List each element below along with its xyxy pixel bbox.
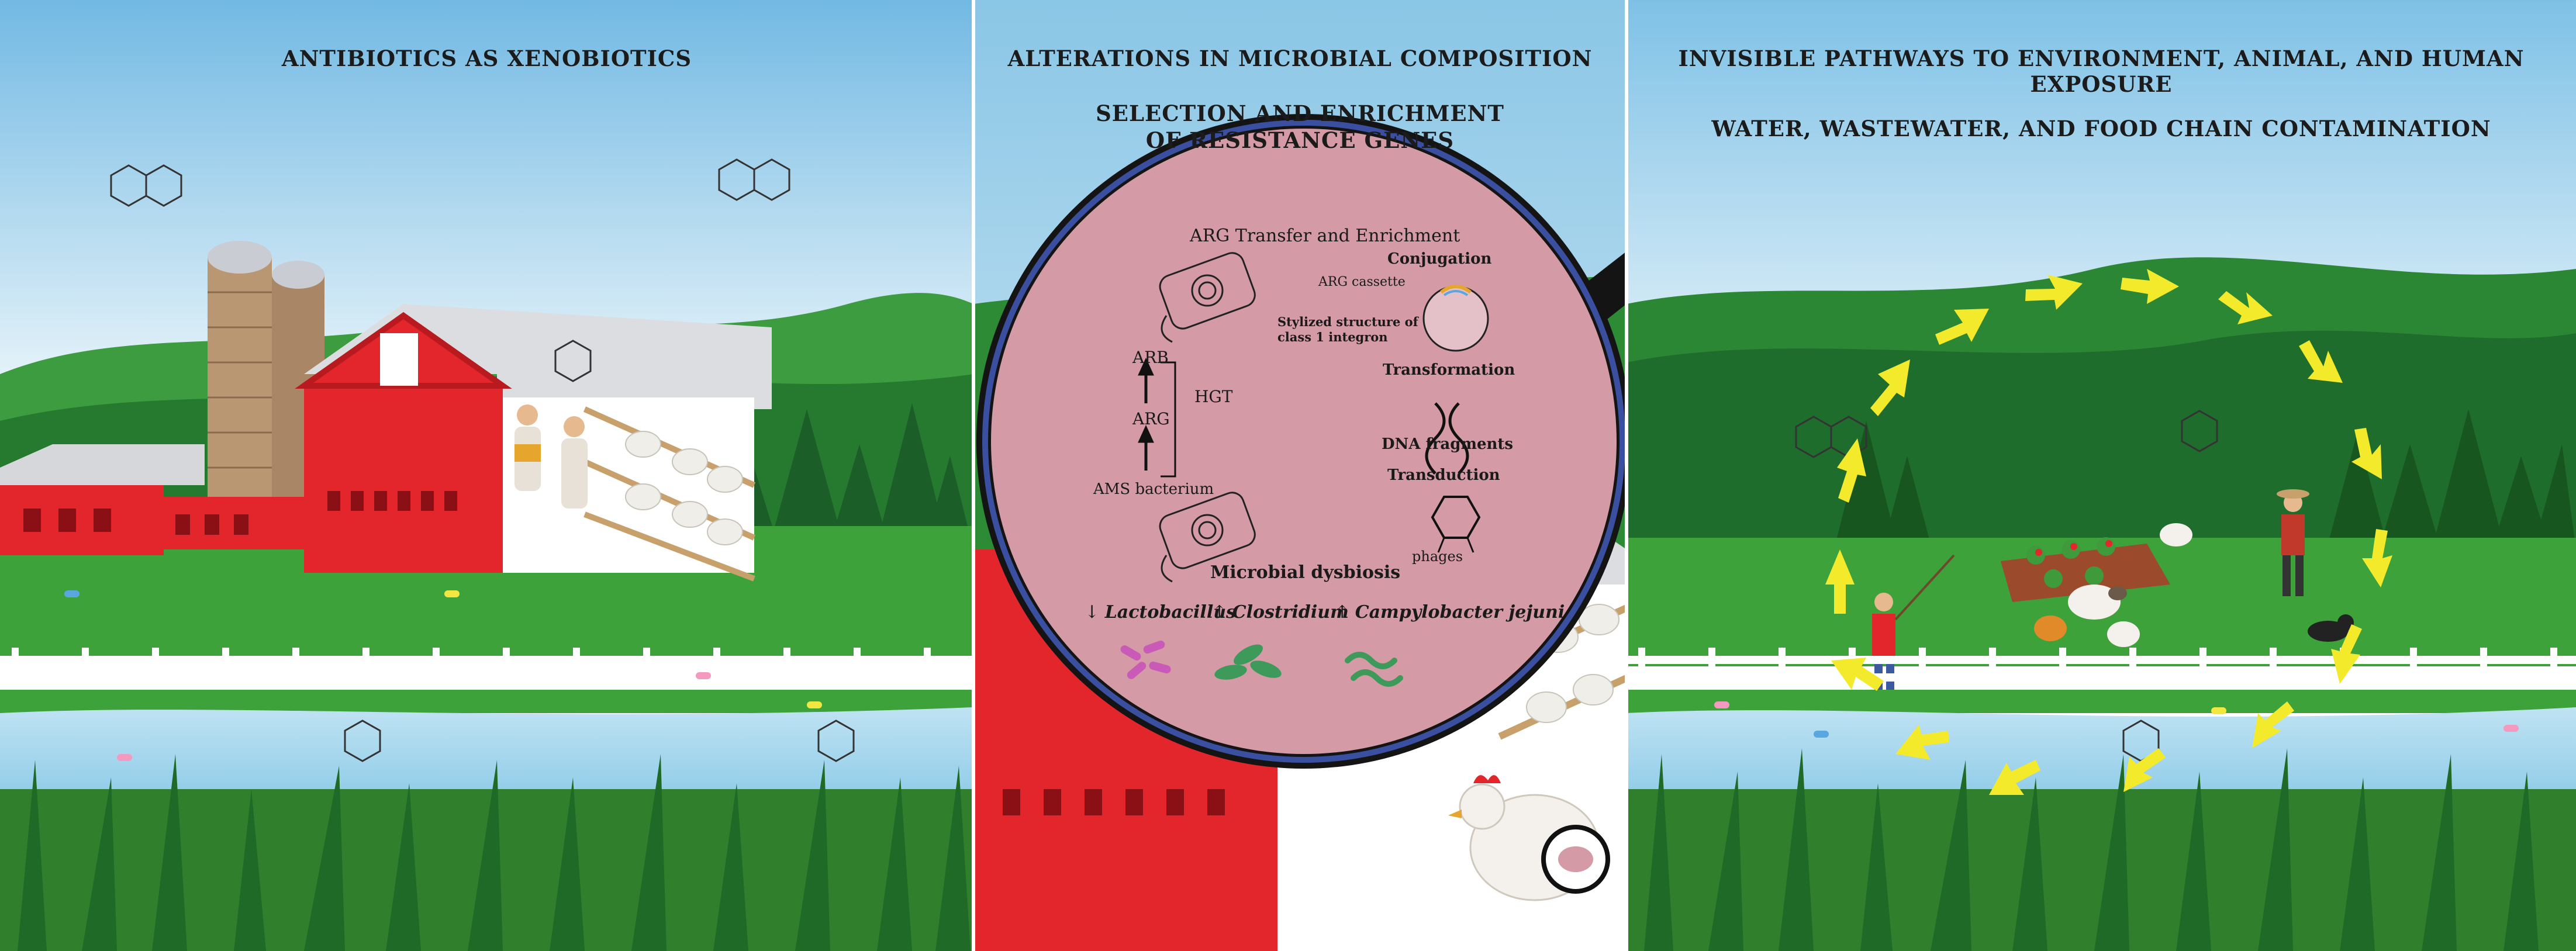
sheep [2068, 523, 2192, 620]
scattered-pills [1714, 701, 2519, 738]
arb-label: ARB [1132, 348, 1169, 367]
reeds [18, 754, 971, 951]
left-panel-title: ANTIBIOTICS AS XENOBIOTICS [281, 46, 692, 71]
panel-microbial-composition: ALTERATIONS IN MICROBIAL COMPOSITION SEL… [973, 0, 1627, 951]
campylobacter-cells [1345, 652, 1403, 687]
ams-bacterium-top [1159, 252, 1256, 343]
integron-label-1: Stylized structure of [1277, 314, 1418, 329]
clostridium-cells [1214, 644, 1282, 680]
magnifier-lens [991, 129, 1617, 754]
integron-cell [1422, 285, 1489, 352]
molecule-structures [110, 158, 855, 762]
middle-panel-subtitle-1: SELECTION AND ENRICHMENT [1096, 101, 1504, 126]
main-barn [295, 304, 772, 582]
lens-heading: ARG Transfer and Enrichment [1190, 226, 1460, 246]
farm-scene [0, 0, 973, 951]
farm-workers [514, 404, 588, 509]
panel-divider [1625, 0, 1628, 951]
river-bank [0, 690, 973, 713]
small-barn [0, 444, 304, 555]
hens [2034, 615, 2140, 647]
scattered-pills [64, 590, 822, 761]
chicken [1448, 775, 1610, 901]
arg-label: ARG [1132, 409, 1170, 428]
dna-fragments-label: DNA fragments [1382, 435, 1514, 453]
river [0, 707, 973, 801]
middle-panel-subtitle-2: OF RESISTANCE GENES [1145, 127, 1455, 153]
transformation-label: Transformation [1383, 361, 1515, 379]
pine-trees [1837, 409, 2576, 549]
trend-up-arrow: ↑ [1212, 602, 1227, 623]
ams-bacterium-bottom [1159, 492, 1256, 583]
conjugation-label: Conjugation [1387, 250, 1492, 268]
dog [2308, 614, 2354, 642]
reeds [1644, 748, 2539, 951]
white-fence [0, 648, 973, 690]
right-panel-title: INVISIBLE PATHWAYS TO ENVIRONMENT, ANIMA… [1678, 46, 2525, 97]
arg-cassette-label: ARG cassette [1318, 275, 1406, 289]
panel-divider [972, 0, 975, 951]
right-panel-subtitle: WATER, WASTEWATER, AND FOOD CHAIN CONTAM… [1711, 116, 2491, 141]
trend-up-arrow: ↑ [1335, 602, 1350, 623]
lactobacillus-cells [1120, 640, 1171, 679]
river-bank [1627, 690, 2576, 713]
bacterium-clostridium: ↑ Clostridium [1212, 602, 1349, 623]
hgt-label: HGT [1194, 387, 1233, 406]
panel-invisible-pathways: INVISIBLE PATHWAYS TO ENVIRONMENT, ANIMA… [1627, 0, 2576, 951]
bacterium-lactobacillus: ↓ Lactobacillus [1085, 602, 1236, 623]
farmer [2277, 489, 2309, 596]
integron-label-2: class 1 integron [1277, 330, 1388, 344]
trend-down-arrow: ↓ [1085, 602, 1100, 623]
phages-label: phages [1412, 548, 1463, 565]
contamination-cycle-arrows [1825, 269, 2392, 795]
panel-antibiotics-as-xenobiotics: ANTIBIOTICS AS XENOBIOTICS [0, 0, 973, 951]
ams-bacterium-label: AMS bacterium [1093, 480, 1214, 498]
dysbiosis-label: Microbial dysbiosis [1210, 562, 1401, 583]
middle-panel-title: ALTERATIONS IN MICROBIAL COMPOSITION [1007, 46, 1593, 71]
dna-fragment [1425, 402, 1469, 475]
transduction-label: Transduction [1387, 466, 1500, 484]
river [1627, 707, 2576, 801]
hgt-arrows [1138, 357, 1176, 478]
bacterium-campylobacter: ↑ Campylobacter jejuni [1335, 602, 1565, 623]
magnifier-scene [973, 0, 1627, 951]
exposure-scene [1627, 0, 2576, 951]
garden-plot [2001, 537, 2170, 602]
